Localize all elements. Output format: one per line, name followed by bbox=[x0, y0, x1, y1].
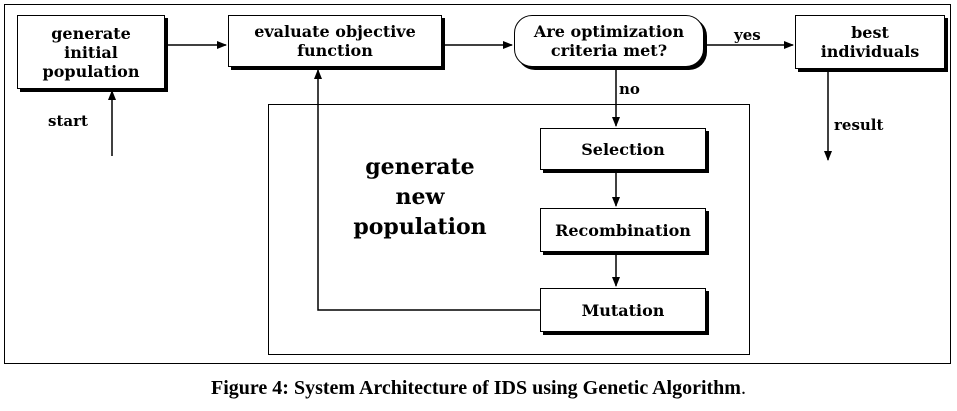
generate-new-population-label: generate new population bbox=[353, 154, 487, 240]
result-label: result bbox=[834, 116, 884, 134]
figure-caption-period: . bbox=[740, 377, 746, 399]
start-label: start bbox=[48, 112, 88, 130]
new-population-group bbox=[268, 104, 750, 355]
recombination-box: Recombination bbox=[540, 208, 706, 252]
no-label: no bbox=[619, 80, 640, 98]
evaluate-objective-function-box: evaluate objective function bbox=[228, 15, 442, 67]
generate-initial-population-box: generate initial population bbox=[17, 15, 165, 89]
mutation-feedback-arrow bbox=[314, 69, 540, 311]
yes-label: yes bbox=[734, 26, 761, 44]
optimization-criteria-decision: Are optimization criteria met? bbox=[514, 15, 704, 67]
best-individuals-box: best individuals bbox=[795, 15, 945, 69]
selection-box: Selection bbox=[540, 128, 706, 170]
diagram-frame bbox=[4, 4, 951, 364]
figure-caption: Figure 4: System Architecture of IDS usi… bbox=[0, 377, 957, 400]
mutation-box: Mutation bbox=[540, 288, 706, 332]
figure-caption-text: Figure 4: System Architecture of IDS usi… bbox=[211, 377, 741, 399]
